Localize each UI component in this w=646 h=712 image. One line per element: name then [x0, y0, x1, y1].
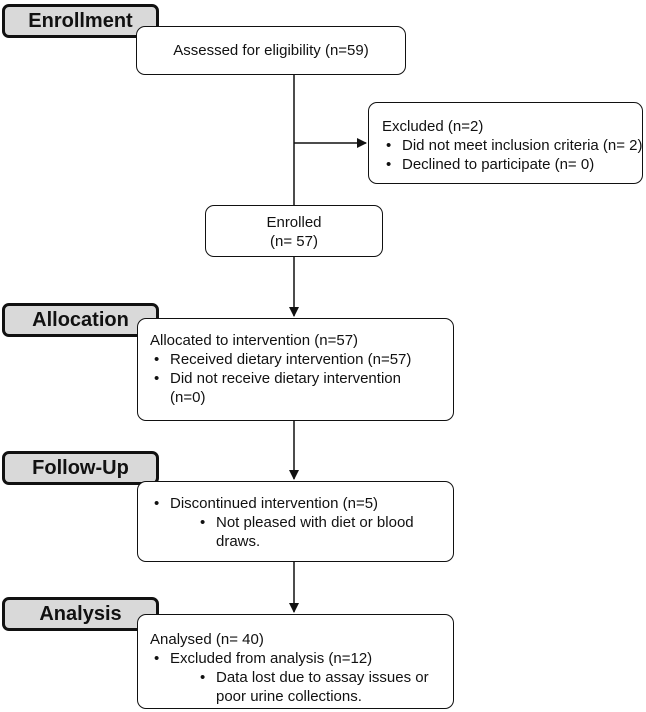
followup-subitem: Not pleased with diet or blood draws.	[150, 513, 456, 551]
analysis-subitem: Data lost due to assay issues or poor ur…	[150, 668, 456, 706]
enrolled-count: (n= 57)	[270, 233, 318, 250]
excluded-title: Excluded (n=2)	[382, 118, 484, 135]
allocated-box: Allocated to intervention (n=57) Receive…	[137, 318, 454, 421]
stage-follow-up: Follow-Up	[2, 451, 159, 485]
analysis-item: Excluded from analysis (n=12)	[150, 649, 449, 668]
stage-enrollment: Enrollment	[2, 4, 159, 38]
allocated-item-received: Received dietary intervention (n=57)	[150, 350, 449, 369]
analysis-title: Analysed (n= 40)	[150, 631, 264, 648]
assessed-text: Assessed for eligibility (n=59)	[173, 42, 369, 59]
allocated-item-not-received: Did not receive dietary intervention (n=…	[150, 369, 415, 407]
stage-allocation: Allocation	[2, 303, 159, 337]
assessed-box: Assessed for eligibility (n=59)	[136, 26, 406, 75]
enrolled-label: Enrolled	[266, 214, 322, 231]
excluded-box: Excluded (n=2) Did not meet inclusion cr…	[368, 102, 643, 184]
excluded-item: Did not meet inclusion criteria (n= 2)	[382, 136, 643, 155]
stage-analysis: Analysis	[2, 597, 159, 631]
allocated-title: Allocated to intervention (n=57)	[150, 332, 359, 349]
followup-item: Discontinued intervention (n=5)	[150, 494, 449, 513]
analysis-box: Analysed (n= 40) Excluded from analysis …	[137, 614, 454, 709]
followup-box: Discontinued intervention (n=5) Not plea…	[137, 481, 454, 562]
enrolled-box: Enrolled (n= 57)	[205, 205, 383, 257]
excluded-item: Declined to participate (n= 0)	[382, 155, 642, 174]
